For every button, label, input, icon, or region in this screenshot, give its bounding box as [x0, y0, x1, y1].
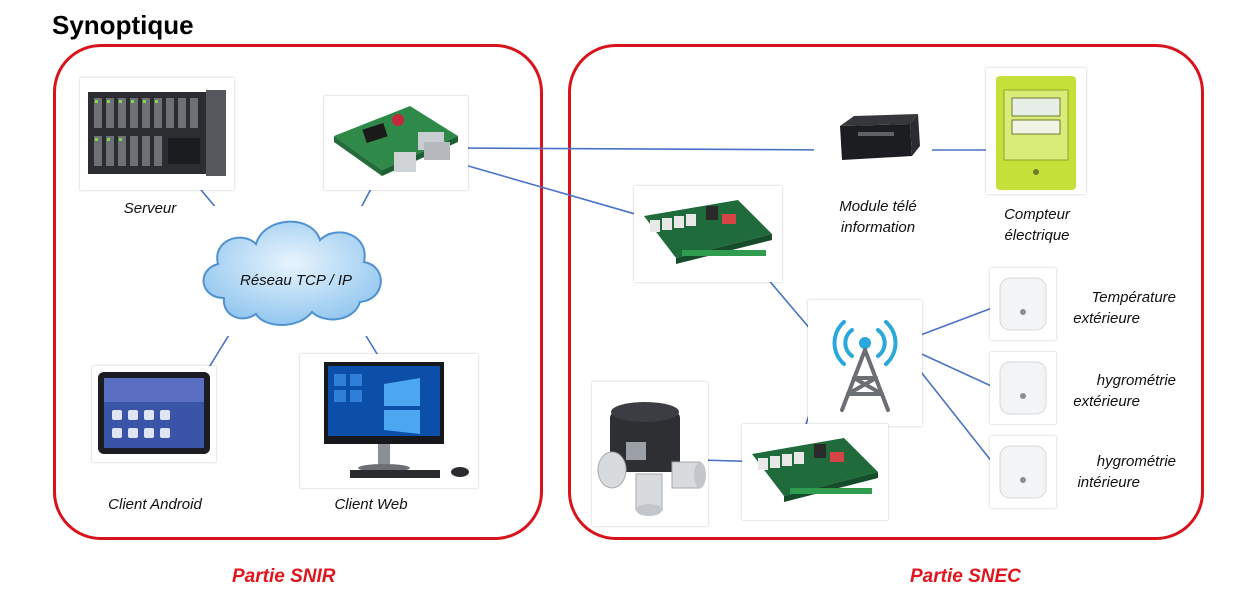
- android-tablet-icon: [98, 372, 210, 454]
- temp-ext-label-line1: Température: [1091, 289, 1177, 306]
- relay-board-1-card: [634, 186, 782, 282]
- page-title: Synoptique: [52, 10, 194, 40]
- snec-group-frame: [568, 44, 1204, 540]
- server-card: [80, 78, 234, 190]
- web-client-label: Client Web: [334, 496, 408, 513]
- sensor-icon: [999, 445, 1047, 499]
- link-raspberry-module: [455, 147, 839, 151]
- relay-board-2-card: [742, 424, 888, 520]
- server-rack-icon: [88, 90, 226, 176]
- ventilation-card: [592, 382, 708, 526]
- android-client-label: Client Android: [108, 496, 202, 513]
- meter-label-line1: Compteur: [1004, 206, 1070, 223]
- relay-board-icon: [752, 438, 878, 502]
- sensor-hygro-int-card: [990, 436, 1056, 508]
- tablet-card: [92, 366, 216, 462]
- radio-antenna-icon: [832, 320, 898, 412]
- sensor-icon: [999, 361, 1047, 415]
- cloud-card: [194, 206, 392, 336]
- hygro-int-label-line2: intérieure: [1077, 474, 1140, 491]
- module-label-line1: Module télé: [839, 198, 917, 215]
- desktop-computer-icon: [324, 362, 469, 478]
- module-card: [814, 70, 932, 190]
- sensor-icon: [999, 277, 1047, 331]
- sensor-hygro-ext-card: [990, 352, 1056, 424]
- meter-card: [986, 68, 1086, 194]
- cloud-icon: [202, 220, 382, 326]
- module-label-line2: information: [840, 219, 916, 236]
- server-label: Serveur: [123, 200, 177, 217]
- hygro-ext-label-line2: extérieure: [1073, 393, 1140, 410]
- snec-part-label: Partie SNEC: [910, 566, 1021, 587]
- ventilation-unit-icon: [597, 402, 706, 516]
- desktop-card: [300, 354, 478, 488]
- meter-label-line2: électrique: [1004, 227, 1070, 244]
- sensor-temp-ext-card: [990, 268, 1056, 340]
- raspberry-pi-icon: [334, 106, 458, 176]
- tele-information-module-icon: [840, 114, 920, 160]
- hygro-int-label-line1: hygrométrie: [1096, 453, 1176, 470]
- temp-ext-label-line2: extérieure: [1073, 310, 1140, 327]
- relay-board-icon: [644, 200, 772, 264]
- network-label: Réseau TCP / IP: [240, 272, 352, 289]
- snir-part-label: Partie SNIR: [232, 566, 336, 587]
- electric-meter-icon: [996, 76, 1076, 190]
- hygro-ext-label-line1: hygrométrie: [1096, 372, 1176, 389]
- raspberry-card: [324, 96, 468, 190]
- antenna-card: [808, 300, 922, 426]
- snir-group-frame: [53, 44, 543, 540]
